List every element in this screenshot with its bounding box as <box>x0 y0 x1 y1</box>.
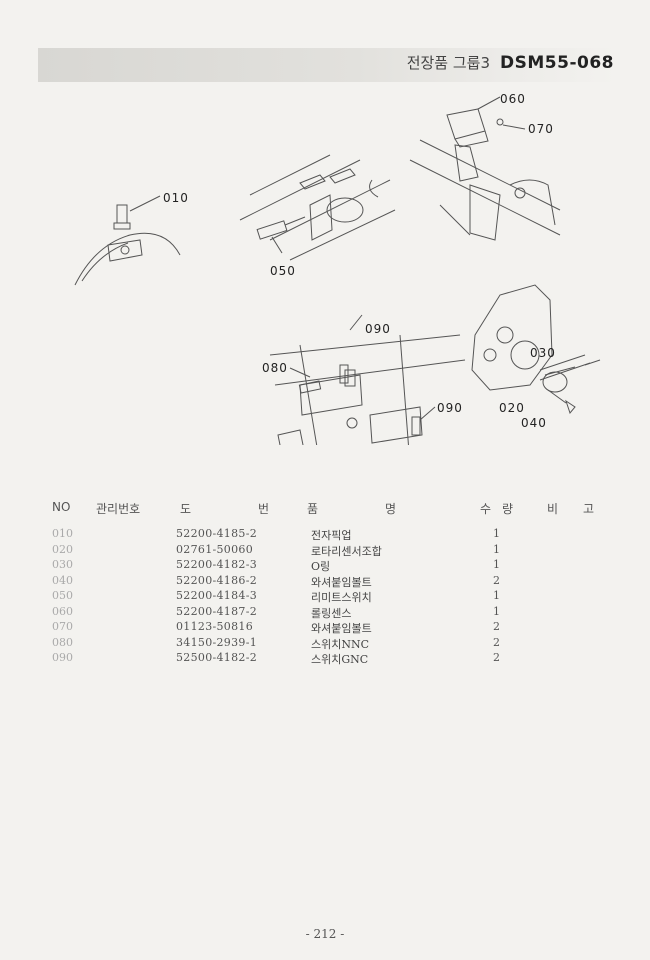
callout-050: 050 <box>270 264 296 278</box>
callout-060: 060 <box>500 92 526 106</box>
callout-090-top: 090 <box>365 322 391 336</box>
table-row: 010 52200-4185-2 전자픽업 1 <box>0 527 650 543</box>
row-part-name: 와셔붙임볼트 <box>311 575 372 589</box>
callout-020: 020 <box>499 401 525 415</box>
row-part-no: 52200-4186-2 <box>176 573 258 587</box>
row-part-no: 52200-4185-2 <box>176 527 258 540</box>
row-part-name: O링 <box>311 560 331 573</box>
page-number: - 212 - <box>305 927 345 941</box>
table-row: 070 01123-50816 와셔붙임볼트 2 <box>0 620 650 636</box>
row-part-no: 34150-2939-1 <box>176 635 258 649</box>
rolling-sensor-drawing <box>409 96 561 241</box>
row-no: 080 <box>52 635 73 649</box>
table-row: 040 52200-4186-2 와셔붙임볼트 2 <box>0 574 650 590</box>
table-row: 030 52200-4182-3 O링 1 <box>0 558 650 574</box>
col-qty-1: 수 <box>480 502 492 516</box>
callout-030: 030 <box>530 346 556 360</box>
col-remarks-2: 고 <box>583 502 595 516</box>
model-code: DSM55-068 <box>500 53 614 73</box>
col-no: NO <box>52 500 71 514</box>
row-no: 090 <box>52 651 73 664</box>
row-part-no: 02761-50060 <box>176 542 254 556</box>
row-qty: 2 <box>493 620 500 633</box>
row-part-name: 전자픽업 <box>311 529 352 542</box>
row-no: 060 <box>52 604 73 618</box>
table-row: 060 52200-4187-2 롤링센스 1 <box>0 605 650 621</box>
row-no: 030 <box>52 558 73 571</box>
table-row: 050 52200-4184-3 리미트스위치 1 <box>0 589 650 605</box>
pickup-sensor-drawing <box>74 195 181 286</box>
row-no: 020 <box>52 542 73 556</box>
group-name: 전장품 그룹3 <box>406 54 491 72</box>
parts-table-body: 010 52200-4185-2 전자픽업 1 020 02761-50060 로타리센서… <box>0 527 650 667</box>
callout-090-bottom: 090 <box>437 401 463 415</box>
row-no: 050 <box>52 589 73 602</box>
page-header: 전장품 그룹3 DSM55-068 <box>407 52 614 73</box>
table-row: 080 34150-2939-1 스위치NNC 2 <box>0 636 650 652</box>
limit-switch-drawing <box>239 154 396 261</box>
col-drawing-1: 도 <box>180 502 192 516</box>
row-no: 040 <box>52 573 73 587</box>
callout-010: 010 <box>163 191 189 205</box>
rotary-sensor-drawing <box>471 284 601 415</box>
row-qty: 1 <box>493 527 500 540</box>
row-qty: 2 <box>493 635 500 649</box>
row-part-name: 와셔붙임볼트 <box>311 622 372 635</box>
row-part-no: 52500-4182-2 <box>176 651 258 664</box>
row-part-name: 스위치GNC <box>311 653 369 666</box>
col-mgmt-no: 관리번호 <box>96 502 141 516</box>
row-qty: 1 <box>493 542 500 556</box>
row-qty: 1 <box>493 558 500 571</box>
col-qty-2: 량 <box>502 502 514 516</box>
row-qty: 1 <box>493 604 500 618</box>
col-part-name-1: 품 <box>307 502 319 516</box>
row-qty: 2 <box>493 573 500 587</box>
parts-table-header: NO 관리번호 도 번 품 명 수 량 비 고 <box>0 500 650 520</box>
row-no: 070 <box>52 620 73 633</box>
col-remarks-1: 비 <box>547 502 559 516</box>
row-part-name: 롤링센스 <box>311 606 352 620</box>
row-no: 010 <box>52 527 73 540</box>
col-drawing-2: 번 <box>258 502 270 516</box>
row-part-no: 01123-50816 <box>176 620 254 633</box>
row-part-no: 52200-4182-3 <box>176 558 258 571</box>
col-part-name-2: 명 <box>385 502 397 516</box>
callout-070: 070 <box>528 122 554 136</box>
frame-switch-drawing <box>269 314 466 445</box>
row-part-no: 52200-4187-2 <box>176 604 258 618</box>
header-band <box>38 48 616 82</box>
table-row: 020 02761-50060 로타리센서조합 1 <box>0 543 650 559</box>
row-qty: 2 <box>493 651 500 664</box>
callout-080: 080 <box>262 361 288 375</box>
row-part-name: 리미트스위치 <box>311 591 372 604</box>
exploded-parts-diagram: 010 030 020 040 050 060 070 080 090 090 <box>74 92 601 445</box>
row-part-name: 로타리센서조합 <box>311 544 382 558</box>
row-part-no: 52200-4184-3 <box>176 589 258 602</box>
row-qty: 1 <box>493 589 500 602</box>
table-row: 090 52500-4182-2 스위치GNC 2 <box>0 651 650 667</box>
callout-040: 040 <box>521 416 547 430</box>
row-part-name: 스위치NNC <box>311 637 370 651</box>
